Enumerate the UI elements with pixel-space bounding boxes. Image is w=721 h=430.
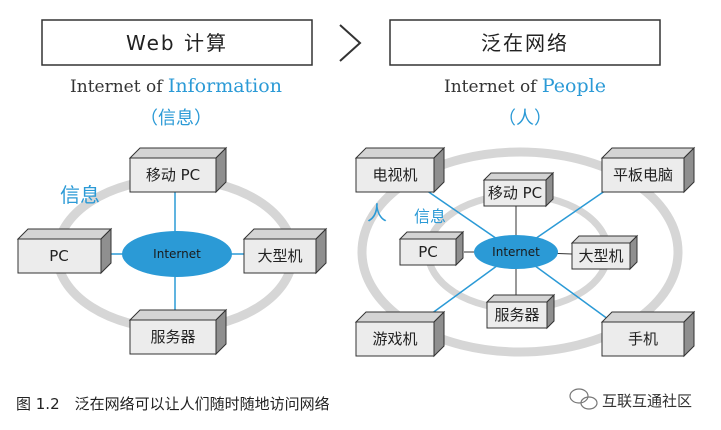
right-subtitle-prefix: Internet of [444,77,542,97]
right-node-tv: 电视机 [354,146,446,194]
header-ubiquitous-network-box [389,19,661,66]
header-ubiquitous-network: 泛在网络 [389,19,661,66]
right-node-mainframe-label: 大型机 [578,247,623,265]
left-node-pc: PC [16,227,113,275]
right-node-game-console: 游戏机 [354,310,446,358]
left-diagram: 信息 移动 PC PC 大型机 服务器 [16,146,328,356]
left-subtitle-emphasis: Information [168,75,282,97]
left-node-mainframe: 大型机 [242,227,328,275]
right-node-mobile-pc: 移动 PC [482,171,555,208]
right-node-phone-label: 手机 [628,330,658,348]
right-internet-hub-shape [474,235,558,269]
right-node-server: 服务器 [485,293,556,330]
header-ubiquitous-network-label: 泛在网络 [481,31,569,55]
left-node-mobile-pc-label: 移动 PC [146,166,200,184]
left-node-pc-label: PC [49,247,69,265]
right-outer-ring-label: 人 [367,201,387,225]
left-paren-label: （信息） [140,108,212,129]
left-node-server-label: 服务器 [150,328,195,346]
figure-caption: 图 1.2 泛在网络可以让人们随时随地访问网络 [16,395,330,413]
left-internet-hub: Internet [122,231,232,277]
right-paren-label: （人） [498,108,552,129]
right-node-game-console-label: 游戏机 [372,330,417,348]
right-subtitle-emphasis: People [542,75,606,97]
header-web-computing-box [41,19,313,66]
right-node-pc: PC [398,230,465,267]
right-node-server-label: 服务器 [494,306,539,324]
right-subtitle: Internet of People [444,75,606,97]
right-node-tv-label: 电视机 [372,166,417,184]
header-web-computing: Web 计算 [41,19,313,66]
right-people-ring [357,147,683,357]
header-web-computing-label: Web 计算 [126,31,228,55]
left-node-mainframe-label: 大型机 [257,247,302,265]
left-node-mobile-pc: 移动 PC [128,146,228,194]
left-ring-label: 信息 [60,183,100,207]
right-internet-hub-label: Internet [492,245,540,259]
chat-bubble-icon [569,388,598,410]
right-diagram: 人 信息 电视机 平板电脑 游戏机 [354,146,696,358]
left-subtitle-prefix: Internet of [70,77,168,97]
right-node-mainframe: 大型机 [570,234,639,271]
right-node-tablet: 平板电脑 [600,146,696,194]
right-node-phone: 手机 [600,310,696,358]
left-subtitle: Internet of Information [70,75,282,97]
right-node-tablet-label: 平板电脑 [613,166,673,184]
left-internet-hub-label: Internet [153,247,201,261]
watermark: 互联互通社区 [569,388,692,410]
watermark-label: 互联互通社区 [602,392,692,410]
right-node-pc-label: PC [418,243,438,261]
left-node-server: 服务器 [128,308,228,356]
right-inner-ring-label: 信息 [414,207,446,226]
right-internet-hub: Internet [474,235,558,269]
arrow-chevron-icon [339,24,362,62]
right-node-mobile-pc-label: 移动 PC [488,184,542,202]
left-internet-hub-shape [122,231,232,277]
